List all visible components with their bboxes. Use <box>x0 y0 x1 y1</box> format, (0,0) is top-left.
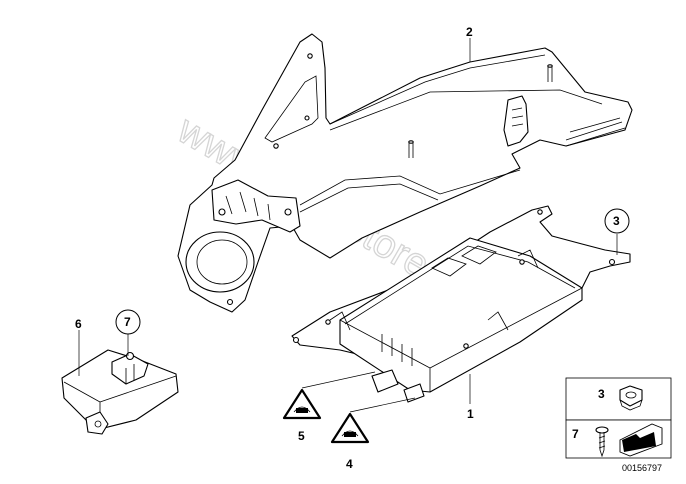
legend-box: 3 7 <box>565 377 672 459</box>
callout-label-5: 5 <box>298 429 305 443</box>
callout-circle-3 <box>604 208 630 234</box>
bracket-part-2[interactable] <box>177 33 633 313</box>
screw-icon <box>595 426 609 458</box>
warning-label-part-5[interactable] <box>282 388 322 420</box>
callout-circle-7 <box>115 309 141 335</box>
callout-label-6: 6 <box>75 317 82 331</box>
control-unit-part-1[interactable] <box>291 205 631 403</box>
arrow-icon <box>619 423 663 457</box>
module-part-6[interactable] <box>61 349 179 435</box>
callout-label-4: 4 <box>346 457 353 471</box>
callout-label-3: 3 <box>613 214 620 228</box>
legend-label-3: 3 <box>598 387 605 401</box>
callout-label-7: 7 <box>124 315 131 329</box>
catalog-number: 00156797 <box>622 463 662 473</box>
nut-icon <box>619 385 643 411</box>
warning-label-part-4[interactable] <box>330 412 370 444</box>
callout-label-2: 2 <box>466 25 473 39</box>
legend-label-7: 7 <box>572 427 579 441</box>
callout-label-1: 1 <box>467 407 474 421</box>
